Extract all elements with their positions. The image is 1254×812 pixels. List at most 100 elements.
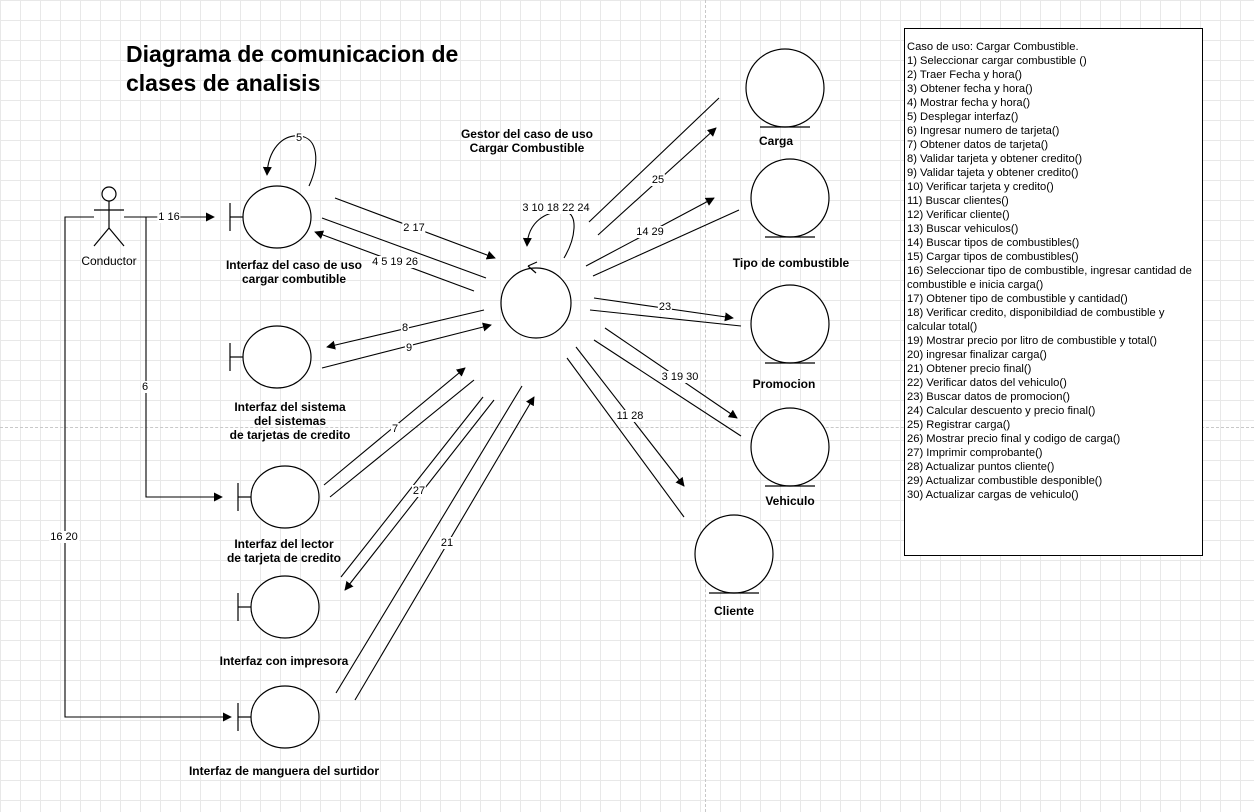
ui-control-line (321, 217, 487, 279)
message-label: 9 (404, 342, 414, 354)
use-case-step: 19) Mostrar precio por litro de combusti… (907, 335, 1157, 347)
guide-line-vertical (705, 0, 706, 812)
use-case-step: 22) Verificar datos del vehiculo() (907, 377, 1067, 389)
message-label: 27 (411, 485, 427, 497)
boundary-label-line: Interfaz del lector (234, 537, 334, 551)
boundary-label-line: Interfaz del caso de uso (225, 258, 363, 272)
use-case-step: 9) Validar tajeta y obtener credito() (907, 167, 1079, 179)
use-case-step: 28) Actualizar puntos cliente() (907, 461, 1055, 473)
message-label: 4 5 19 26 (371, 256, 419, 268)
message-label: 11 28 (615, 410, 645, 422)
actor-label: Conductor (81, 254, 137, 268)
use-case-step: 3) Obtener fecha y hora() (907, 83, 1033, 95)
message-label: 5 (294, 132, 304, 144)
use-case-step: 4) Mostrar fecha y hora() (907, 97, 1031, 109)
use-case-description-panel: Caso de uso: Cargar Combustible. 1) Sele… (904, 28, 1203, 556)
guide-line-horizontal (0, 427, 1254, 428)
boundary-label-caso-uso: Interfaz del caso de uso cargar combutib… (204, 258, 384, 286)
message-label: 2 17 (402, 222, 426, 234)
use-case-step: 17) Obtener tipo de combustible y cantid… (907, 293, 1128, 305)
control-label-line2: Cargar Combustible (469, 141, 585, 155)
boundary-label-lector: Interfaz del lector de tarjeta de credit… (194, 537, 374, 565)
boundary-interfaz-caso-uso[interactable] (229, 185, 312, 249)
entity-label-promocion: Promocion (752, 377, 816, 391)
use-case-step: 24) Calcular descuento y precio final() (907, 405, 1096, 417)
boundary-interfaz-sistema-tarjetas[interactable] (229, 325, 312, 389)
boundary-label-line: de tarjetas de credito (229, 428, 351, 442)
message-label: 3 10 18 22 24 (521, 202, 591, 214)
use-case-step: 30) Actualizar cargas de vehiculo() (907, 489, 1079, 501)
entity-label-cliente: Cliente (713, 604, 754, 618)
message-label: 3 19 30 (660, 371, 700, 383)
use-case-step: 10) Verificar tarjeta y credito() (907, 181, 1054, 193)
boundary-label-line: del sistemas (253, 414, 327, 428)
message-label: 14 29 (635, 226, 665, 238)
use-case-step: 6) Ingresar numero de tarjeta() (907, 125, 1060, 137)
use-case-step: 20) ingresar finalizar carga() (907, 349, 1047, 361)
entity-label-carga: Carga (758, 134, 793, 148)
boundary-label-impresora: Interfaz con impresora (194, 654, 374, 668)
control-gestor-caso-uso[interactable] (500, 261, 572, 339)
control-label: Gestor del caso de uso Cargar Combustibl… (440, 127, 614, 155)
entity-label-vehiculo: Vehiculo (765, 494, 815, 508)
boundary-interfaz-manguera[interactable] (237, 685, 320, 749)
use-case-step: 18) Verificar credito, disponibildiad de… (907, 307, 1165, 333)
boundary-label-line: Interfaz de manguera del surtidor (188, 764, 380, 778)
lector-control-line (329, 379, 475, 498)
use-case-step: 5) Desplegar interfaz() (907, 111, 1019, 123)
use-case-step: 12) Verificar cliente() (907, 209, 1010, 221)
use-case-step: 29) Actualizar combustible desponible() (907, 475, 1103, 487)
self-message-control-arrow (522, 211, 575, 259)
actor-conductor[interactable] (93, 186, 125, 247)
boundary-label-sistema-tarjetas: Interfaz del sistema del sistemas de tar… (200, 400, 380, 442)
entity-tipo-combustible[interactable] (750, 158, 830, 238)
message-label: 1 16 (157, 211, 181, 223)
actor-to-lector-arrow (145, 217, 223, 502)
promocion-control-line (589, 309, 742, 327)
entity-label-tipo-combustible: Tipo de combustible (732, 256, 850, 270)
entity-vehiculo[interactable] (750, 407, 830, 487)
use-case-step: 16) Seleccionar tipo de combustible, ing… (907, 265, 1192, 291)
control-label-line1: Gestor del caso de uso (460, 127, 594, 141)
cliente-control-line (566, 357, 685, 518)
use-case-step: 1) Seleccionar cargar combustible () (907, 55, 1087, 67)
use-case-step: 13) Buscar vehiculos() (907, 223, 1019, 235)
boundary-label-manguera: Interfaz de manguera del surtidor (174, 764, 394, 778)
use-case-step: 15) Cargar tipos de combustibles() (907, 251, 1079, 263)
use-case-step: 8) Validar tarjeta y obtener credito() (907, 153, 1083, 165)
use-case-step: 25) Registrar carga() (907, 419, 1011, 431)
message-label: 6 (140, 381, 150, 393)
use-case-step: 2) Traer Fecha y hora() (907, 69, 1023, 81)
boundary-interfaz-impresora[interactable] (237, 575, 320, 639)
entity-carga[interactable] (745, 48, 825, 128)
diagram-title-line1: Diagrama de comunicacion de (126, 41, 459, 67)
boundary-label-line: Interfaz con impresora (219, 654, 349, 668)
actor-to-manguera-arrow (64, 216, 232, 722)
message-label: 21 (439, 537, 455, 549)
entity-promocion[interactable] (750, 284, 830, 364)
entity-cliente[interactable] (694, 514, 774, 594)
use-case-step: 11) Buscar clientes() (907, 195, 1009, 207)
message-label: 16 20 (49, 531, 79, 543)
boundary-label-line: cargar combutible (241, 272, 347, 286)
boundary-label-line: Interfaz del sistema (234, 400, 346, 414)
use-case-step: 7) Obtener datos de tarjeta() (907, 139, 1049, 151)
boundary-interfaz-lector[interactable] (237, 465, 320, 529)
message-label: 7 (390, 423, 400, 435)
diagram-title-line2: clases de analisis (126, 70, 321, 96)
tipo-control-line (592, 209, 740, 277)
manguera-control-line (335, 385, 523, 694)
vehiculo-control-line (593, 339, 742, 437)
self-message-boundary-arrow (262, 135, 317, 187)
carga-control-line (588, 97, 720, 223)
use-case-step: 26) Mostrar precio final y codigo de car… (907, 433, 1121, 445)
message-label: 8 (400, 322, 410, 334)
use-case-step: 21) Obtener precio final() (907, 363, 1032, 375)
boundary-label-line: de tarjeta de credito (226, 551, 342, 565)
message-label: 23 (657, 301, 673, 313)
use-case-heading: Caso de uso: Cargar Combustible. (907, 41, 1079, 53)
use-case-step: 14) Buscar tipos de combustibles() (907, 237, 1080, 249)
diagram-title: Diagrama de comunicacion de clases de an… (126, 40, 546, 98)
use-case-step: 23) Buscar datos de promocion() (907, 391, 1070, 403)
